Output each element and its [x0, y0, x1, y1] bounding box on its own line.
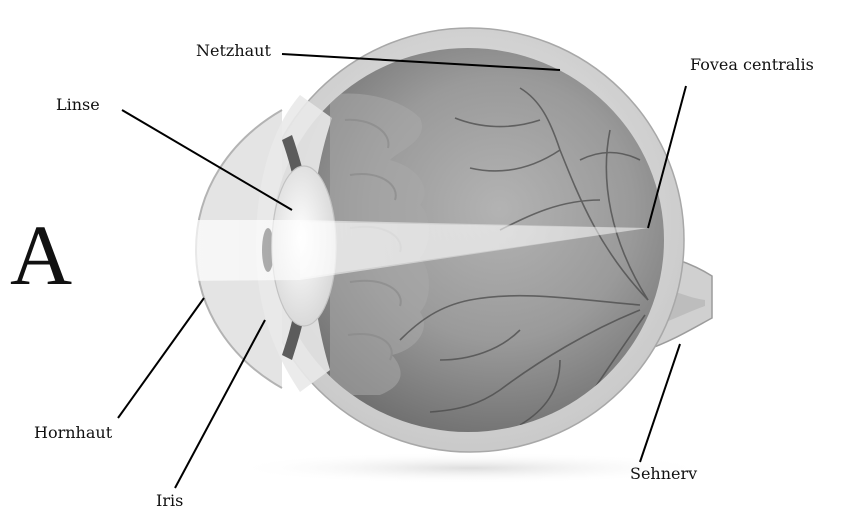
label-iris: Iris — [156, 493, 183, 509]
label-linse: Linse — [56, 97, 100, 113]
label-fovea-centralis: Fovea centralis — [690, 57, 814, 73]
label-netzhaut: Netzhaut — [196, 43, 271, 59]
label-sehnerv: Sehnerv — [630, 466, 697, 482]
object-letter-a: A — [10, 212, 72, 298]
label-hornhaut: Hornhaut — [34, 425, 112, 441]
leader-hornhaut — [118, 298, 204, 418]
